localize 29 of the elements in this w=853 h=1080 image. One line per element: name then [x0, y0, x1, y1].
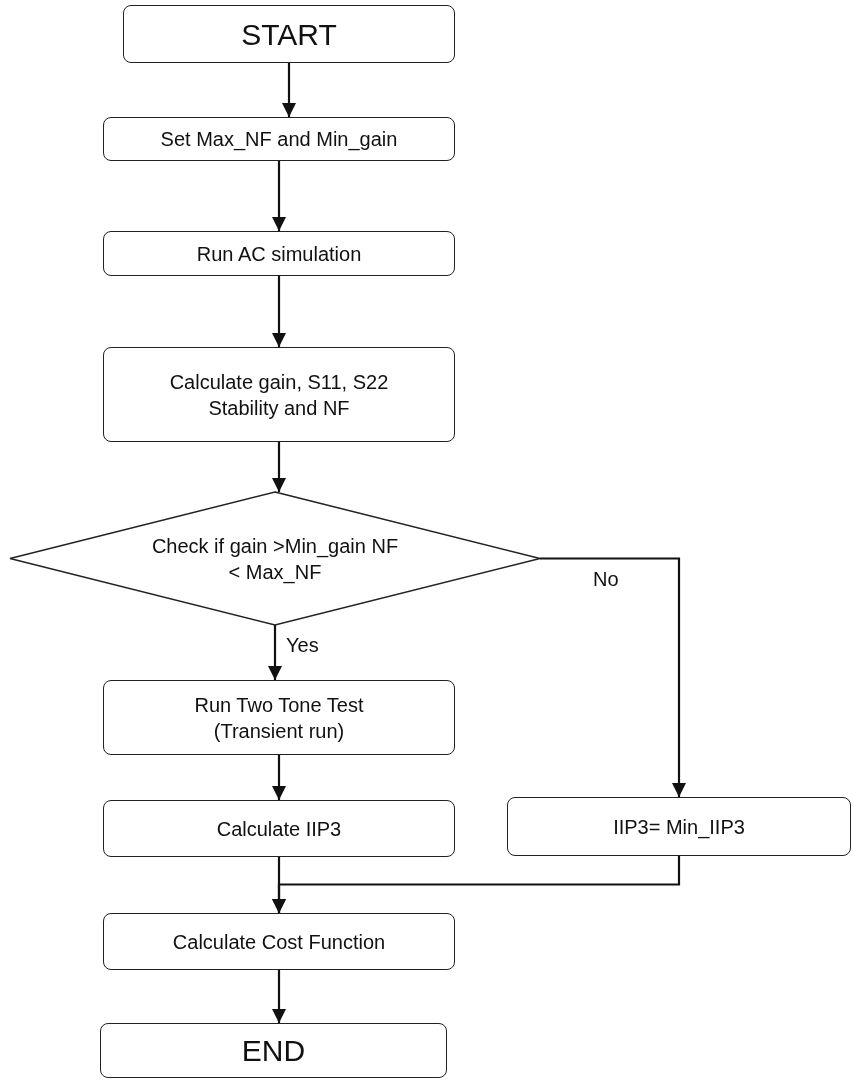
arrow — [272, 442, 286, 492]
arrow — [268, 625, 282, 680]
node-text: Set Max_NF and Min_gain — [160, 127, 398, 152]
process-box — [103, 680, 455, 755]
process-box — [103, 231, 455, 276]
process-box — [123, 5, 455, 63]
node-text: Run AC simulation — [196, 241, 362, 267]
arrow — [282, 63, 296, 117]
decision-diamond — [10, 492, 540, 625]
process-box — [103, 347, 455, 442]
arrow — [540, 557, 686, 797]
arrow — [272, 755, 286, 800]
process-box — [103, 117, 455, 161]
arrow — [272, 856, 681, 913]
node-text: IIP3= Min_IIP3 — [613, 814, 745, 840]
node-text: Check if gain >Min_gain NF < Max_NF — [150, 533, 400, 585]
arrow — [272, 970, 286, 1023]
node-text: Calculate IIP3 — [216, 816, 342, 842]
node-text: Calculate gain, S11, S22 Stability and NF — [168, 369, 390, 421]
arrow — [272, 161, 286, 231]
process-box — [507, 797, 851, 856]
node-text: START — [241, 16, 337, 53]
node-text: Run Two Tone Test (Transient run) — [193, 692, 365, 744]
process-box — [103, 913, 455, 970]
process-box — [100, 1023, 447, 1078]
process-box — [103, 800, 455, 857]
node-text: Calculate Cost Function — [172, 929, 386, 955]
arrow — [272, 276, 286, 347]
node-text: END — [241, 1033, 306, 1069]
